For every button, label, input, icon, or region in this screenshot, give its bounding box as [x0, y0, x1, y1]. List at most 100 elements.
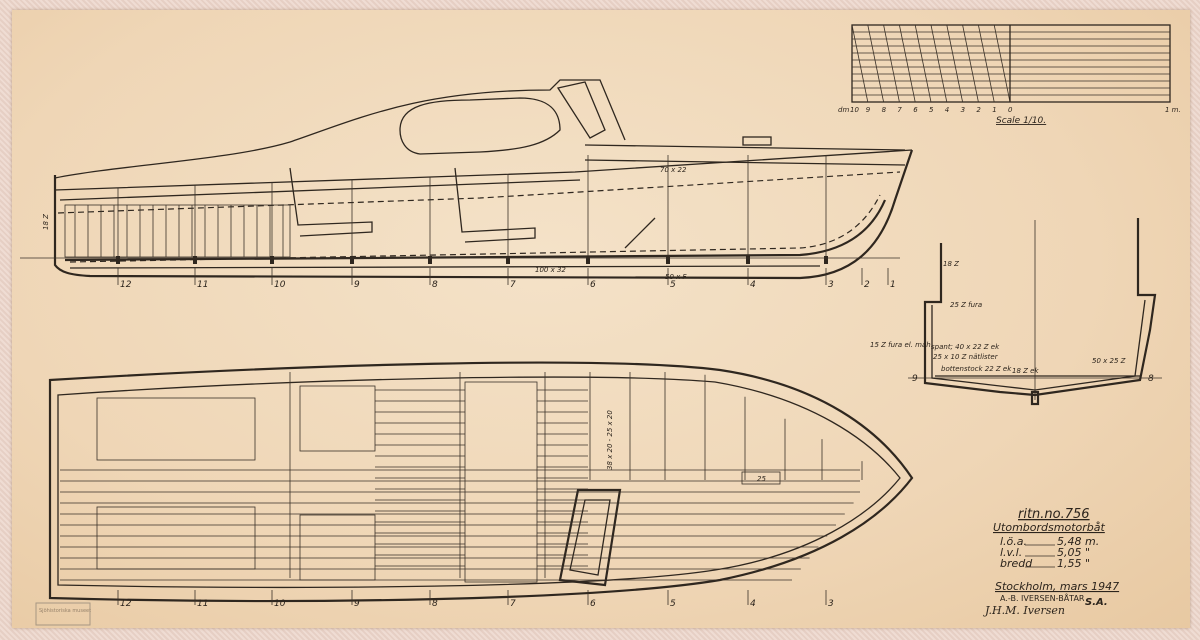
- spec-label: l.v.l.: [1000, 546, 1022, 559]
- station-label: 3: [828, 599, 834, 609]
- center-hatch: [464, 381, 538, 583]
- scale-diagonal: [946, 24, 963, 103]
- windshield-plan: [558, 488, 622, 587]
- spec-value: 1,55 ": [1057, 557, 1090, 570]
- spec-value: 5,05 ": [1057, 546, 1090, 559]
- place-date: Stockholm, mars 1947: [995, 580, 1119, 593]
- station-label: 1: [890, 280, 896, 290]
- section-keel: [1030, 390, 1040, 406]
- waterline: [69, 194, 881, 263]
- station-label: 5: [670, 280, 676, 290]
- initials: S.A.: [1085, 597, 1108, 608]
- foredeck-beam: [584, 159, 906, 166]
- section-station-left: 9: [912, 374, 918, 384]
- windshield-inner: [569, 499, 611, 576]
- note-2: 15 Z fura el. mah.: [870, 341, 933, 349]
- scale-tick: 5: [929, 106, 934, 114]
- stern-bench: [64, 204, 291, 258]
- station-label: 11: [197, 599, 208, 609]
- spec-value: 5,48 m.: [1057, 535, 1099, 548]
- station-label: 11: [197, 280, 208, 290]
- scale-unit-right: 1 m.: [1165, 106, 1181, 114]
- scale-diagonal: [883, 24, 900, 103]
- floor-timber: [116, 256, 120, 264]
- note-4: 25 x 10 Z nätlister: [933, 353, 999, 361]
- section-station-right: 8: [1148, 374, 1154, 384]
- dim-gunwale: 70 x 22: [660, 166, 687, 174]
- seat-aft: [289, 167, 373, 237]
- scale-tick: 0: [1008, 106, 1013, 114]
- station-label: 3: [828, 280, 834, 290]
- dim-floor: 25: [757, 475, 766, 483]
- inwale: [59, 179, 581, 201]
- company: A.-B. IVERSEN-BÅTAR: [1000, 592, 1085, 603]
- title-block: ritn.no.756 Utombordsmotorbåt l.ö.a. 5,48…: [983, 507, 1119, 617]
- scale-diagonal: [899, 24, 916, 103]
- station-label: 4: [750, 280, 756, 290]
- scale-diagonal: [978, 24, 995, 103]
- hull-outline: [53, 149, 914, 280]
- station-label: 9: [354, 599, 360, 609]
- station-label: 10: [274, 599, 286, 609]
- station-label: 2: [864, 280, 870, 290]
- floor-timber: [824, 256, 828, 264]
- floor-timber: [193, 256, 197, 264]
- scale-tick: 7: [897, 106, 902, 114]
- foredeck: [584, 144, 906, 151]
- spec-label: l.ö.a.: [1000, 535, 1027, 548]
- section-frame: [931, 299, 1146, 391]
- keel-line: [69, 265, 821, 269]
- dim-bottom: 50 x F: [665, 273, 688, 281]
- floor-timber: [746, 256, 750, 264]
- drawing-title: Utombordsmotorbåt: [993, 521, 1105, 534]
- plan-outline: [48, 361, 914, 603]
- section-hull: [923, 218, 1157, 397]
- station-label: 7: [510, 599, 516, 609]
- dim-frame: 38 x 20 - 25 x 20: [606, 410, 614, 470]
- floor-timber: [506, 256, 510, 264]
- scale-tick: 2: [976, 106, 981, 114]
- scale-tick: 3: [961, 106, 965, 114]
- tiller-strut: [624, 217, 656, 249]
- scale-tick: 10: [850, 106, 859, 114]
- plan-inwale: [57, 376, 901, 589]
- stamp-text: Sjöhistoriska museet: [39, 608, 91, 614]
- midship-section: 18 Z 25 Z fura 15 Z fura el. mah. spant;…: [870, 218, 1162, 406]
- sheer-line: [54, 149, 913, 191]
- station-label: 12: [120, 280, 132, 290]
- note-3: spant; 40 x 22 Z ek: [931, 343, 1000, 351]
- drawing-number: ritn.no.756: [1018, 507, 1090, 522]
- cabin-window: [399, 97, 561, 155]
- scale-tick: 9: [866, 106, 871, 114]
- spec-label: bredd: [1000, 557, 1033, 570]
- note-1: 25 Z fura: [950, 301, 982, 309]
- station-label: 8: [432, 599, 438, 609]
- cleat: [742, 136, 772, 146]
- note-7: 50 x 25 Z: [1092, 357, 1126, 365]
- scale-tick: 8: [882, 106, 887, 114]
- dim-keel: 100 x 32: [535, 266, 566, 274]
- scale-diagonal: [914, 24, 932, 103]
- windshield: [556, 81, 606, 139]
- station-label: 12: [120, 599, 132, 609]
- floor-timber: [666, 256, 670, 264]
- scale-tick: 4: [945, 106, 949, 114]
- scale-frame: [851, 24, 1171, 103]
- note-5: bottenstock 22 Z ek: [941, 365, 1012, 373]
- station-label: 10: [274, 280, 286, 290]
- dim-transom: 18 Z: [42, 214, 50, 230]
- seat-panel-stbd-aft: [96, 506, 256, 570]
- note-0: 18 Z: [943, 260, 959, 268]
- museum-stamp: Sjöhistoriska museet: [35, 602, 91, 626]
- scale-diagonal: [962, 24, 979, 103]
- station-label: 8: [432, 280, 438, 290]
- note-6: 18 Z ek: [1012, 367, 1039, 375]
- scale-diagonal: [930, 24, 948, 103]
- station-label: 6: [590, 280, 596, 290]
- floor-timber: [428, 256, 432, 264]
- scale-tick: 1: [992, 106, 996, 114]
